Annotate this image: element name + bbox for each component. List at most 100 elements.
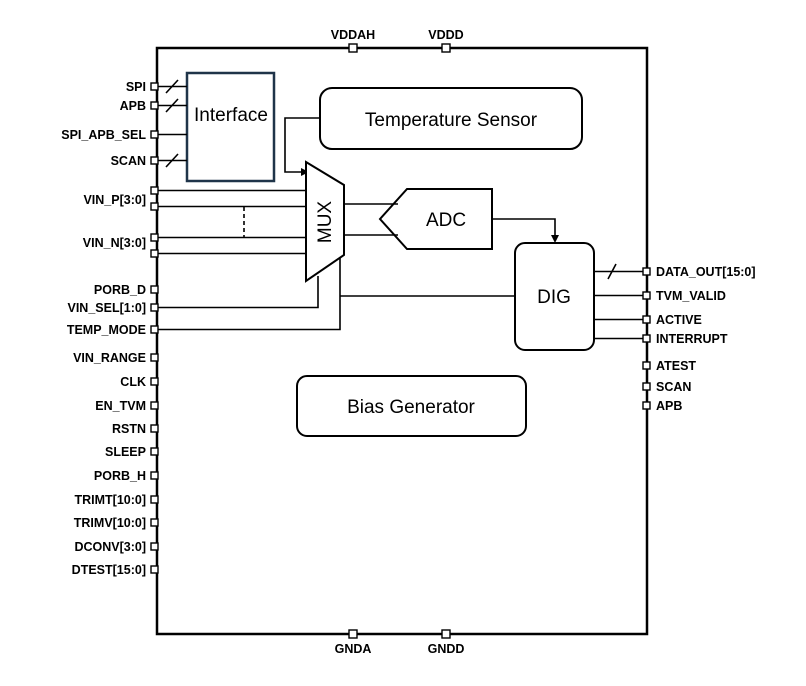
pin-box — [348, 629, 358, 639]
pin-label: GNDD — [428, 642, 465, 656]
pin-box — [150, 285, 159, 294]
pin-label: ATEST — [656, 359, 696, 373]
pin-box — [642, 267, 651, 276]
pin-label: ACTIVE — [656, 313, 702, 327]
pin-label: PORB_D — [94, 283, 146, 297]
pin-label: VIN_N[3:0] — [83, 236, 146, 250]
pin-box — [150, 202, 159, 211]
pin-label: EN_TVM — [95, 399, 146, 413]
pin-box — [150, 101, 159, 110]
vin-wires — [158, 189, 306, 255]
bias-generator-box — [296, 375, 527, 437]
left-pin-vin-p: VIN_P[3:0] — [83, 186, 159, 211]
pin-box — [150, 156, 159, 165]
arrow-head — [551, 235, 559, 243]
pin-box — [150, 401, 159, 410]
left-pin-porb-d: PORB_D — [94, 283, 159, 297]
right-pin-apb: APB — [642, 399, 682, 413]
interface-label: Interface — [194, 105, 268, 126]
interface-wires — [158, 79, 187, 168]
wire — [284, 117, 320, 173]
pin-box — [642, 401, 651, 410]
dig-block: DIG — [514, 242, 595, 351]
pin-label: VIN_RANGE — [73, 351, 146, 365]
pin-label: DATA_OUT[15:0] — [656, 265, 756, 279]
pin-label: INTERRUPT — [656, 332, 728, 346]
interface-box — [185, 71, 276, 183]
wire — [158, 257, 341, 331]
temperature-sensor-block: Temperature Sensor — [319, 87, 583, 150]
bus-slash — [165, 79, 179, 94]
pin-label: VIN_SEL[1:0] — [68, 301, 147, 315]
wire — [158, 276, 319, 309]
pin-label: PORB_H — [94, 469, 146, 483]
pin-label: DCONV[3:0] — [74, 540, 146, 554]
pin-box — [150, 130, 159, 139]
pin-box — [150, 82, 159, 91]
left-pin-vin-sel: VIN_SEL[1:0] — [68, 301, 159, 315]
pin-box — [150, 377, 159, 386]
pin-label: TVM_VALID — [656, 289, 726, 303]
pin-box — [150, 325, 159, 334]
pin-box — [348, 43, 358, 53]
bias-generator-label: Bias Generator — [347, 397, 475, 418]
pin-label: TRIMV[10:0] — [74, 516, 146, 530]
left-pin-temp-mode: TEMP_MODE — [67, 323, 159, 337]
pin-box — [642, 382, 651, 391]
right-pin-active: ACTIVE — [642, 313, 702, 327]
pin-label: DTEST[15:0] — [72, 563, 146, 577]
adc-to-dig — [492, 218, 559, 243]
interface-block: Interface — [185, 71, 276, 183]
dig-label: DIG — [537, 287, 571, 308]
bus-slash — [607, 263, 617, 280]
left-pin-en-tvm: EN_TVM — [95, 399, 159, 413]
pin-label: SPI — [126, 80, 146, 94]
pin-box — [150, 542, 159, 551]
temperature-sensor-label: Temperature Sensor — [365, 110, 538, 131]
left-pin-vin-n: VIN_N[3:0] — [83, 233, 159, 258]
left-pin-spi-apb-sel: SPI_APB_SEL — [61, 128, 159, 142]
pin-box — [642, 291, 651, 300]
pin-box — [642, 361, 651, 370]
adc-label: ADC — [426, 210, 466, 231]
adc-block: ADC — [378, 188, 493, 250]
pin-label: SCAN — [656, 380, 691, 394]
left-pin-clk: CLK — [120, 375, 159, 389]
pin-box — [441, 629, 451, 639]
pin-box — [150, 249, 159, 258]
right-pin-tvm-valid: TVM_VALID — [642, 289, 726, 303]
pin-label: VIN_P[3:0] — [83, 193, 146, 207]
pin-label: VDDD — [428, 28, 463, 42]
bus-slash — [165, 98, 179, 113]
pin-box — [150, 447, 159, 456]
right-pin-atest: ATEST — [642, 359, 696, 373]
pin-box — [150, 471, 159, 480]
pin-box — [150, 353, 159, 362]
pin-box — [150, 233, 159, 242]
right-pin-scan: SCAN — [642, 380, 691, 394]
pin-box — [642, 315, 651, 324]
pin-box — [441, 43, 451, 53]
pin-box — [642, 334, 651, 343]
dig-wires — [340, 263, 643, 340]
pin-label: RSTN — [112, 422, 146, 436]
right-pin-data-out: DATA_OUT[15:0] — [642, 265, 756, 279]
pin-box — [150, 424, 159, 433]
pin-label: TRIMT[10:0] — [74, 493, 146, 507]
pin-label: CLK — [120, 375, 146, 389]
top-pin-vddah: VDDAH — [331, 28, 375, 53]
left-pin-dconv: DCONV[3:0] — [74, 540, 159, 554]
left-pin-vin-range: VIN_RANGE — [73, 351, 159, 365]
pin-label: GNDA — [335, 642, 372, 656]
mux-shape — [305, 160, 345, 283]
pin-label: TEMP_MODE — [67, 323, 146, 337]
pin-label: SCAN — [111, 154, 146, 168]
bus-slash — [165, 153, 179, 168]
pin-label: APB — [120, 99, 146, 113]
pin-box — [150, 186, 159, 195]
left-pin-apb: APB — [120, 99, 159, 113]
pin-label: SLEEP — [105, 445, 146, 459]
left-pin-spi: SPI — [126, 80, 159, 94]
